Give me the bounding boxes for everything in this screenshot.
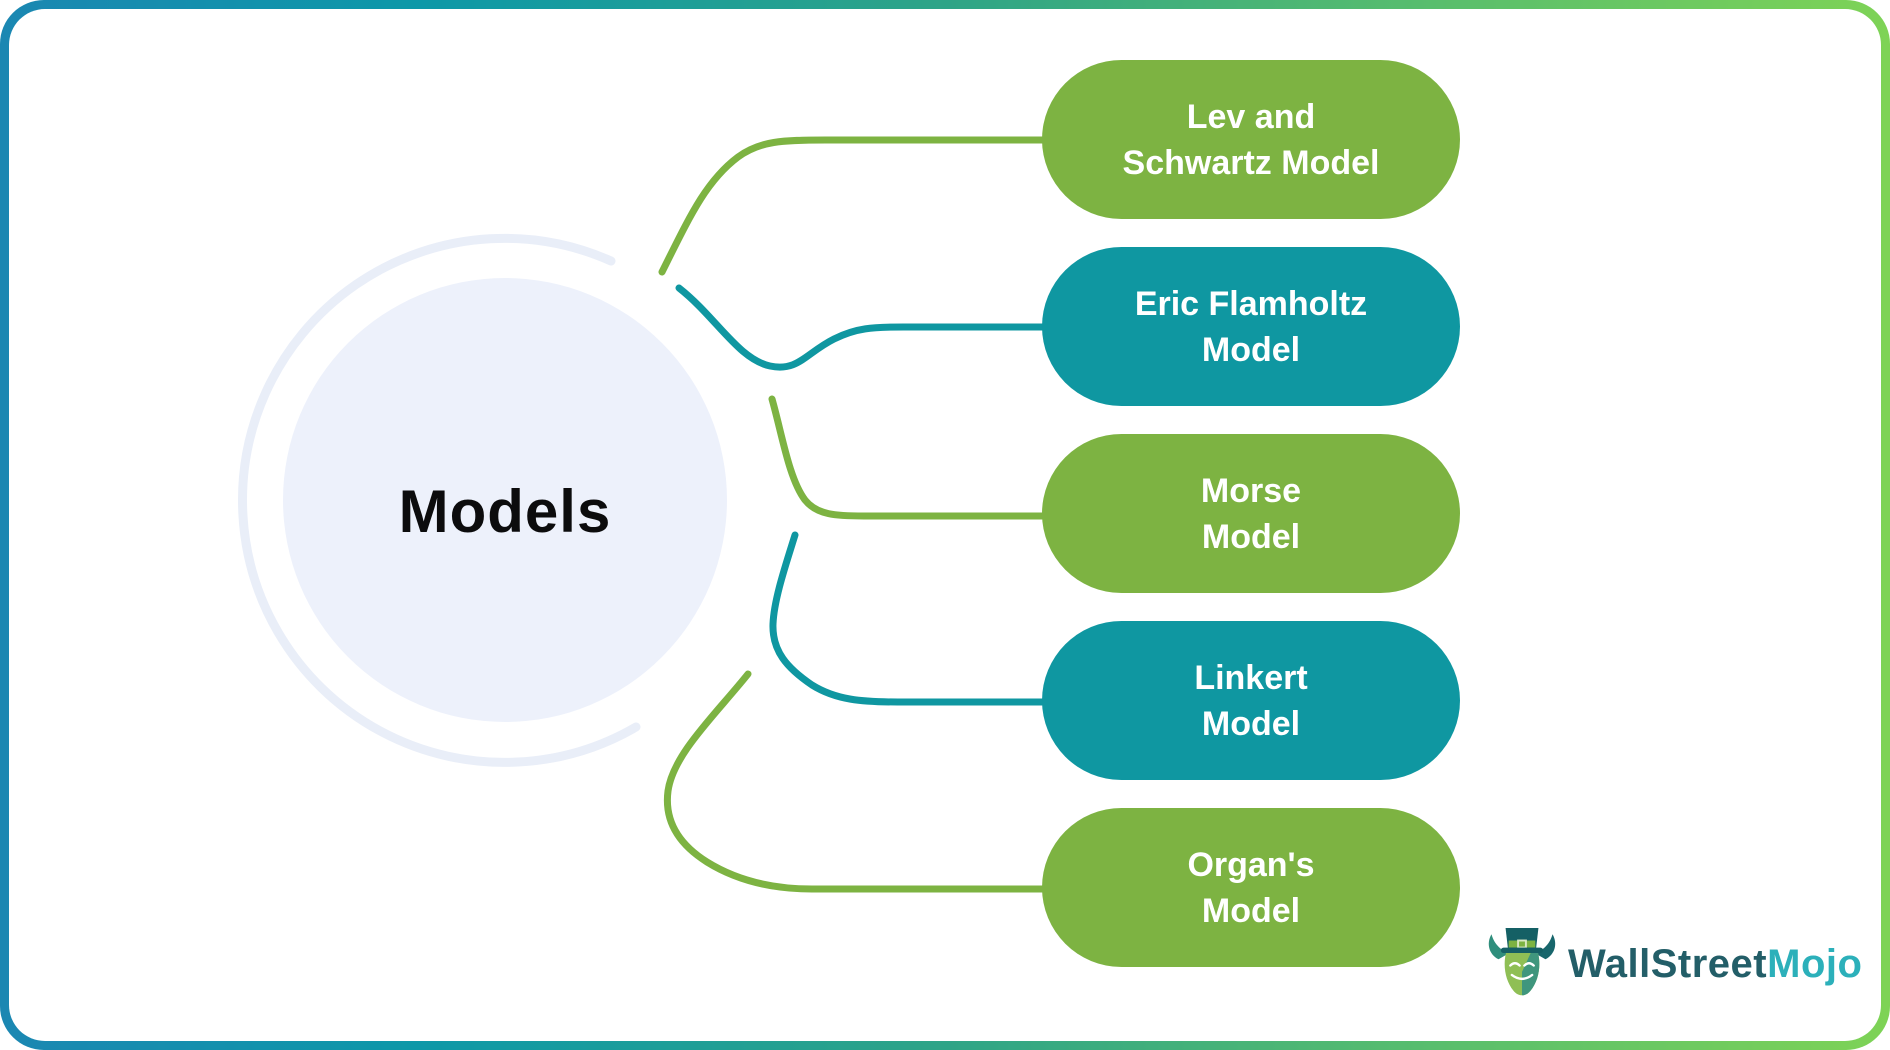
node-lev-and-schwartz-model: Lev and Schwartz Model bbox=[1042, 60, 1460, 219]
connector-linkert bbox=[769, 531, 1050, 706]
node-label-line: Linkert bbox=[1194, 658, 1308, 697]
logo-wordmark: WallStreetMojo bbox=[1568, 942, 1862, 987]
node-label-line: Morse bbox=[1200, 471, 1302, 510]
node-linkert-model: Linkert Model bbox=[1042, 621, 1460, 780]
central-topic-label: Models bbox=[398, 478, 612, 545]
connector-morse bbox=[768, 395, 1050, 520]
node-label-line: Organ's bbox=[1187, 845, 1315, 884]
node-organs-model: Organ's Model bbox=[1042, 808, 1460, 967]
node-label-line: Lev and bbox=[1186, 97, 1316, 136]
connector-organs bbox=[663, 670, 1050, 893]
bull-leprechaun-mascot-icon bbox=[1488, 928, 1556, 996]
logo-wordmark-wallstreet: WallStreet bbox=[1568, 941, 1768, 986]
connector-eric-flamholtz bbox=[675, 284, 1050, 371]
node-label-line: Model bbox=[1201, 330, 1301, 369]
wallstreetmojo-logo: WallStreetMojo bbox=[1486, 922, 1862, 1006]
node-eric-flamholtz-model: Eric Flamholtz Model bbox=[1042, 247, 1460, 406]
hub-circle bbox=[283, 278, 727, 722]
node-label-line: Schwartz Model bbox=[1122, 143, 1380, 182]
hub-ring bbox=[238, 233, 641, 767]
node-label-line: Model bbox=[1201, 891, 1301, 930]
connector-lev-schwartz bbox=[658, 136, 1050, 276]
node-morse-model: Morse Model bbox=[1042, 434, 1460, 593]
logo-wordmark-mojo: Mojo bbox=[1767, 941, 1863, 986]
node-label-line: Eric Flamholtz bbox=[1134, 284, 1368, 323]
node-label-line: Model bbox=[1201, 517, 1301, 556]
node-label-line: Model bbox=[1201, 704, 1301, 743]
